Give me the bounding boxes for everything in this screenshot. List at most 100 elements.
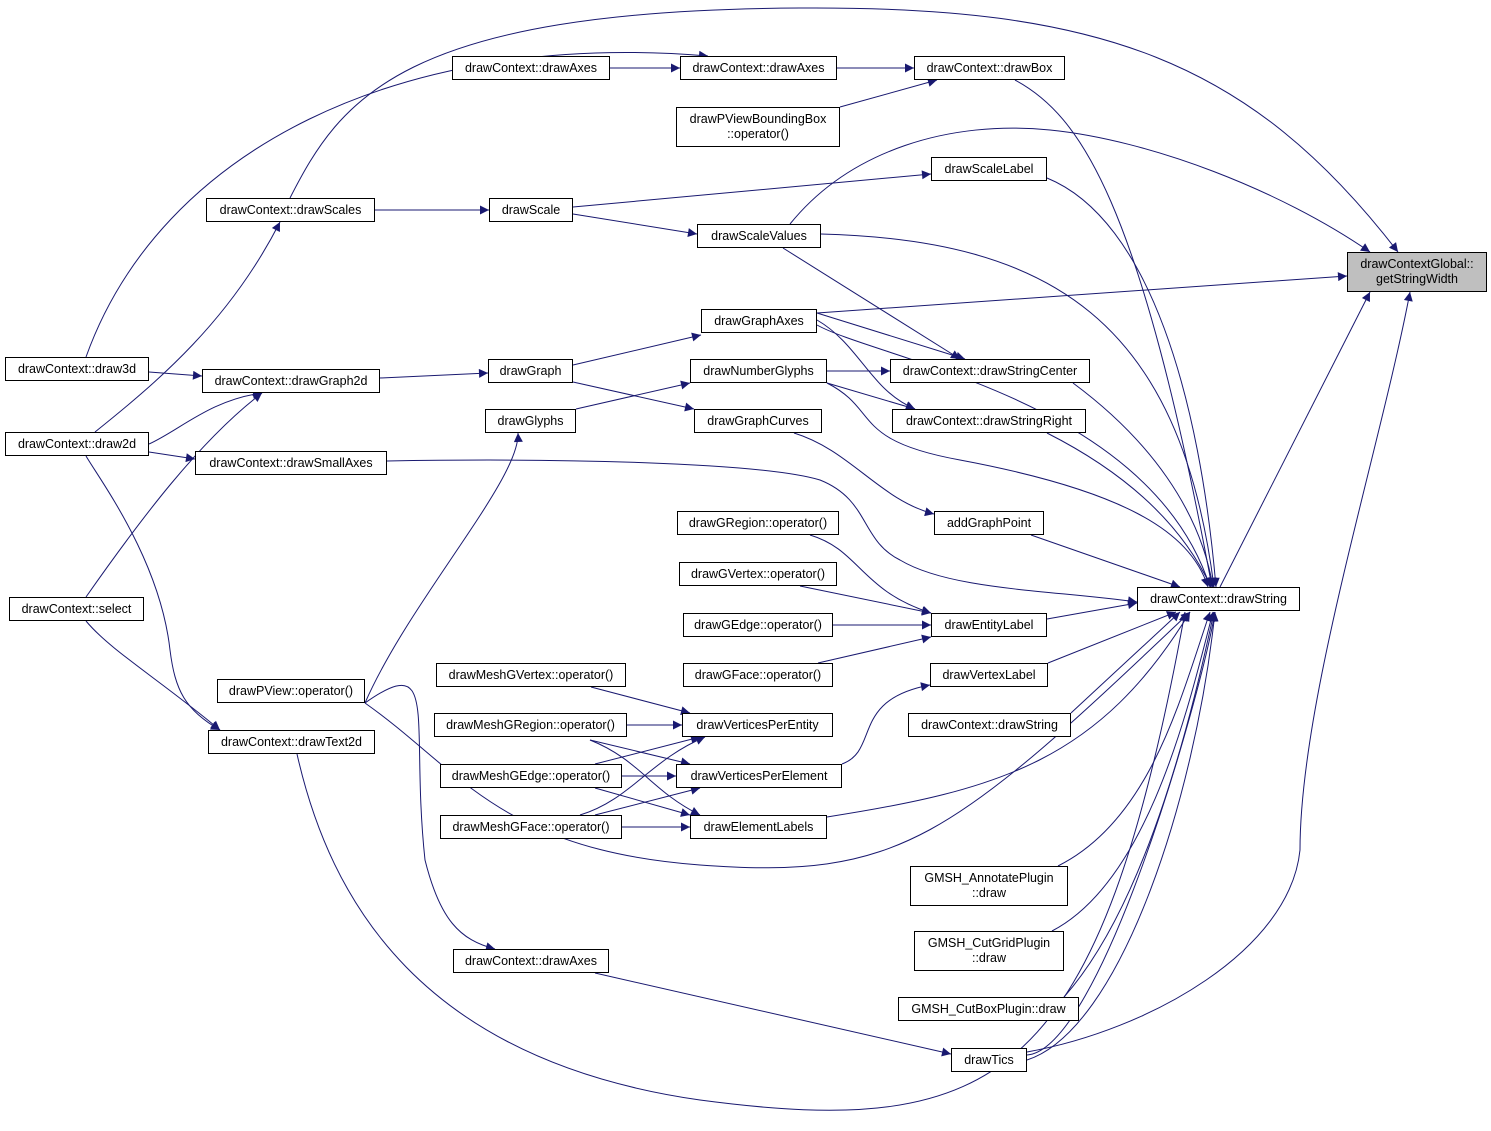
call-edge — [793, 432, 935, 517]
function-label: drawMeshGRegion::operator() — [446, 717, 615, 732]
call-edge — [1070, 611, 1181, 714]
function-node[interactable]: GMSH_AnnotatePlugin::draw — [910, 866, 1068, 906]
function-node[interactable]: drawMeshGVertex::operator() — [436, 663, 626, 687]
function-node[interactable]: drawGVertex::operator() — [679, 562, 837, 586]
function-node[interactable]: drawMeshGRegion::operator() — [434, 713, 627, 737]
function-node[interactable]: drawPViewBoundingBox::operator() — [676, 107, 840, 147]
function-node[interactable]: drawGFace::operator() — [683, 663, 833, 687]
function-node[interactable]: drawTics — [951, 1048, 1027, 1072]
call-edge — [572, 170, 932, 208]
function-node[interactable]: drawContext::drawString — [908, 713, 1071, 737]
function-node[interactable]: drawContext::drawString — [1137, 587, 1300, 611]
function-label: ::operator() — [727, 127, 789, 141]
call-edge — [85, 620, 221, 731]
function-label: drawContext::draw3d — [17, 361, 137, 376]
call-edge — [820, 233, 1218, 588]
call-edge — [1063, 611, 1217, 998]
call-edge — [1051, 611, 1216, 932]
function-node[interactable]: drawElementLabels — [690, 815, 827, 839]
call-edge — [148, 370, 203, 380]
call-edge — [296, 611, 1188, 1111]
call-edge — [594, 785, 701, 816]
function-node[interactable]: drawContext::drawScales — [206, 198, 375, 222]
function-label: drawVertexLabel — [942, 667, 1036, 682]
call-edge — [816, 312, 966, 361]
function-label: drawScaleLabel — [944, 161, 1034, 176]
call-edge — [85, 455, 221, 731]
function-node[interactable]: drawContext::drawAxes — [453, 949, 609, 973]
function-node[interactable]: drawScale — [489, 198, 573, 222]
function-node[interactable]: drawGlyphs — [485, 409, 576, 433]
call-edge — [839, 78, 938, 108]
function-node[interactable]: drawContext::drawBox — [914, 56, 1065, 80]
function-label: drawScale — [501, 202, 561, 217]
function-label: drawGEdge::operator() — [694, 617, 822, 632]
function-label: drawContext::drawAxes — [464, 60, 597, 75]
function-node[interactable]: drawGraphAxes — [701, 309, 817, 333]
function-node[interactable]: drawMeshGFace::operator() — [440, 815, 622, 839]
function-node[interactable]: drawScaleLabel — [931, 157, 1047, 181]
function-label: addGraphPoint — [946, 515, 1032, 530]
call-edge — [782, 247, 961, 360]
function-node[interactable]: drawContext::draw3d — [5, 357, 149, 381]
function-node[interactable]: drawNumberGlyphs — [690, 359, 827, 383]
function-node[interactable]: drawScaleValues — [697, 224, 821, 248]
call-edge — [364, 684, 496, 952]
function-label: drawContext::drawGraph2d — [214, 373, 368, 388]
function-node[interactable]: drawContext::drawStringRight — [892, 409, 1086, 433]
function-node[interactable]: drawContext::draw2d — [5, 432, 149, 456]
function-label: drawMeshGVertex::operator() — [448, 667, 614, 682]
function-node[interactable]: drawContext::drawText2d — [208, 730, 375, 754]
call-edge — [594, 972, 952, 1057]
call-edge — [379, 368, 489, 379]
function-node[interactable]: drawContext::drawGraph2d — [202, 369, 380, 393]
call-edge — [1046, 177, 1220, 588]
call-edge — [1057, 611, 1212, 867]
function-label: ::draw — [971, 951, 1007, 965]
call-edge — [1219, 291, 1371, 588]
call-edge — [85, 392, 263, 598]
function-label: drawGraphAxes — [714, 313, 804, 328]
function-node[interactable]: addGraphPoint — [934, 511, 1044, 535]
function-node[interactable]: drawContext::drawAxes — [680, 56, 837, 80]
function-node[interactable]: drawVertexLabel — [930, 663, 1048, 687]
call-edge — [789, 127, 1371, 253]
call-edge — [572, 213, 698, 238]
function-node[interactable]: drawGraphCurves — [694, 409, 822, 433]
function-node[interactable]: drawVerticesPerElement — [676, 764, 842, 788]
call-edge — [1026, 611, 1218, 1056]
function-node[interactable]: drawContext::select — [9, 597, 144, 621]
function-label: drawContext::drawBox — [926, 60, 1053, 75]
function-node[interactable]: drawPView::operator() — [217, 679, 365, 703]
function-node[interactable]: GMSH_CutGridPlugin::draw — [914, 931, 1064, 971]
function-label: drawGVertex::operator() — [690, 566, 826, 581]
function-label: drawVerticesPerEntity — [696, 717, 819, 732]
function-node[interactable]: drawGRegion::operator() — [677, 511, 839, 535]
call-edge — [817, 634, 932, 664]
function-node[interactable]: drawGEdge::operator() — [683, 613, 833, 637]
function-label: drawContext::select — [21, 601, 132, 616]
function-node[interactable]: drawGraph — [488, 359, 573, 383]
function-label: GMSH_CutBoxPlugin::draw — [911, 1001, 1066, 1016]
function-label: ::draw — [971, 886, 1007, 900]
function-node[interactable]: drawContext::drawSmallAxes — [195, 451, 387, 475]
function-label: drawContextGlobal:: — [1360, 257, 1474, 271]
function-label: drawGraphCurves — [707, 413, 809, 428]
call-edge — [590, 686, 691, 716]
function-node[interactable]: drawContext::drawStringCenter — [890, 359, 1090, 383]
call-edge — [816, 319, 916, 410]
function-label: drawVerticesPerElement — [690, 768, 828, 783]
call-edge — [799, 585, 932, 616]
function-node[interactable]: GMSH_CutBoxPlugin::draw — [898, 997, 1079, 1021]
call-edge — [826, 611, 1191, 818]
function-node[interactable]: drawEntityLabel — [931, 613, 1047, 637]
call-edge — [94, 221, 281, 433]
function-node[interactable]: drawContext::drawAxes — [452, 56, 610, 80]
call-edge — [1014, 79, 1215, 588]
function-label: drawContext::drawString — [1150, 591, 1287, 606]
call-edge — [594, 734, 701, 765]
function-node[interactable]: drawVerticesPerEntity — [682, 713, 833, 737]
function-label: drawContext::drawText2d — [220, 734, 363, 749]
function-node[interactable]: drawMeshGEdge::operator() — [440, 764, 622, 788]
